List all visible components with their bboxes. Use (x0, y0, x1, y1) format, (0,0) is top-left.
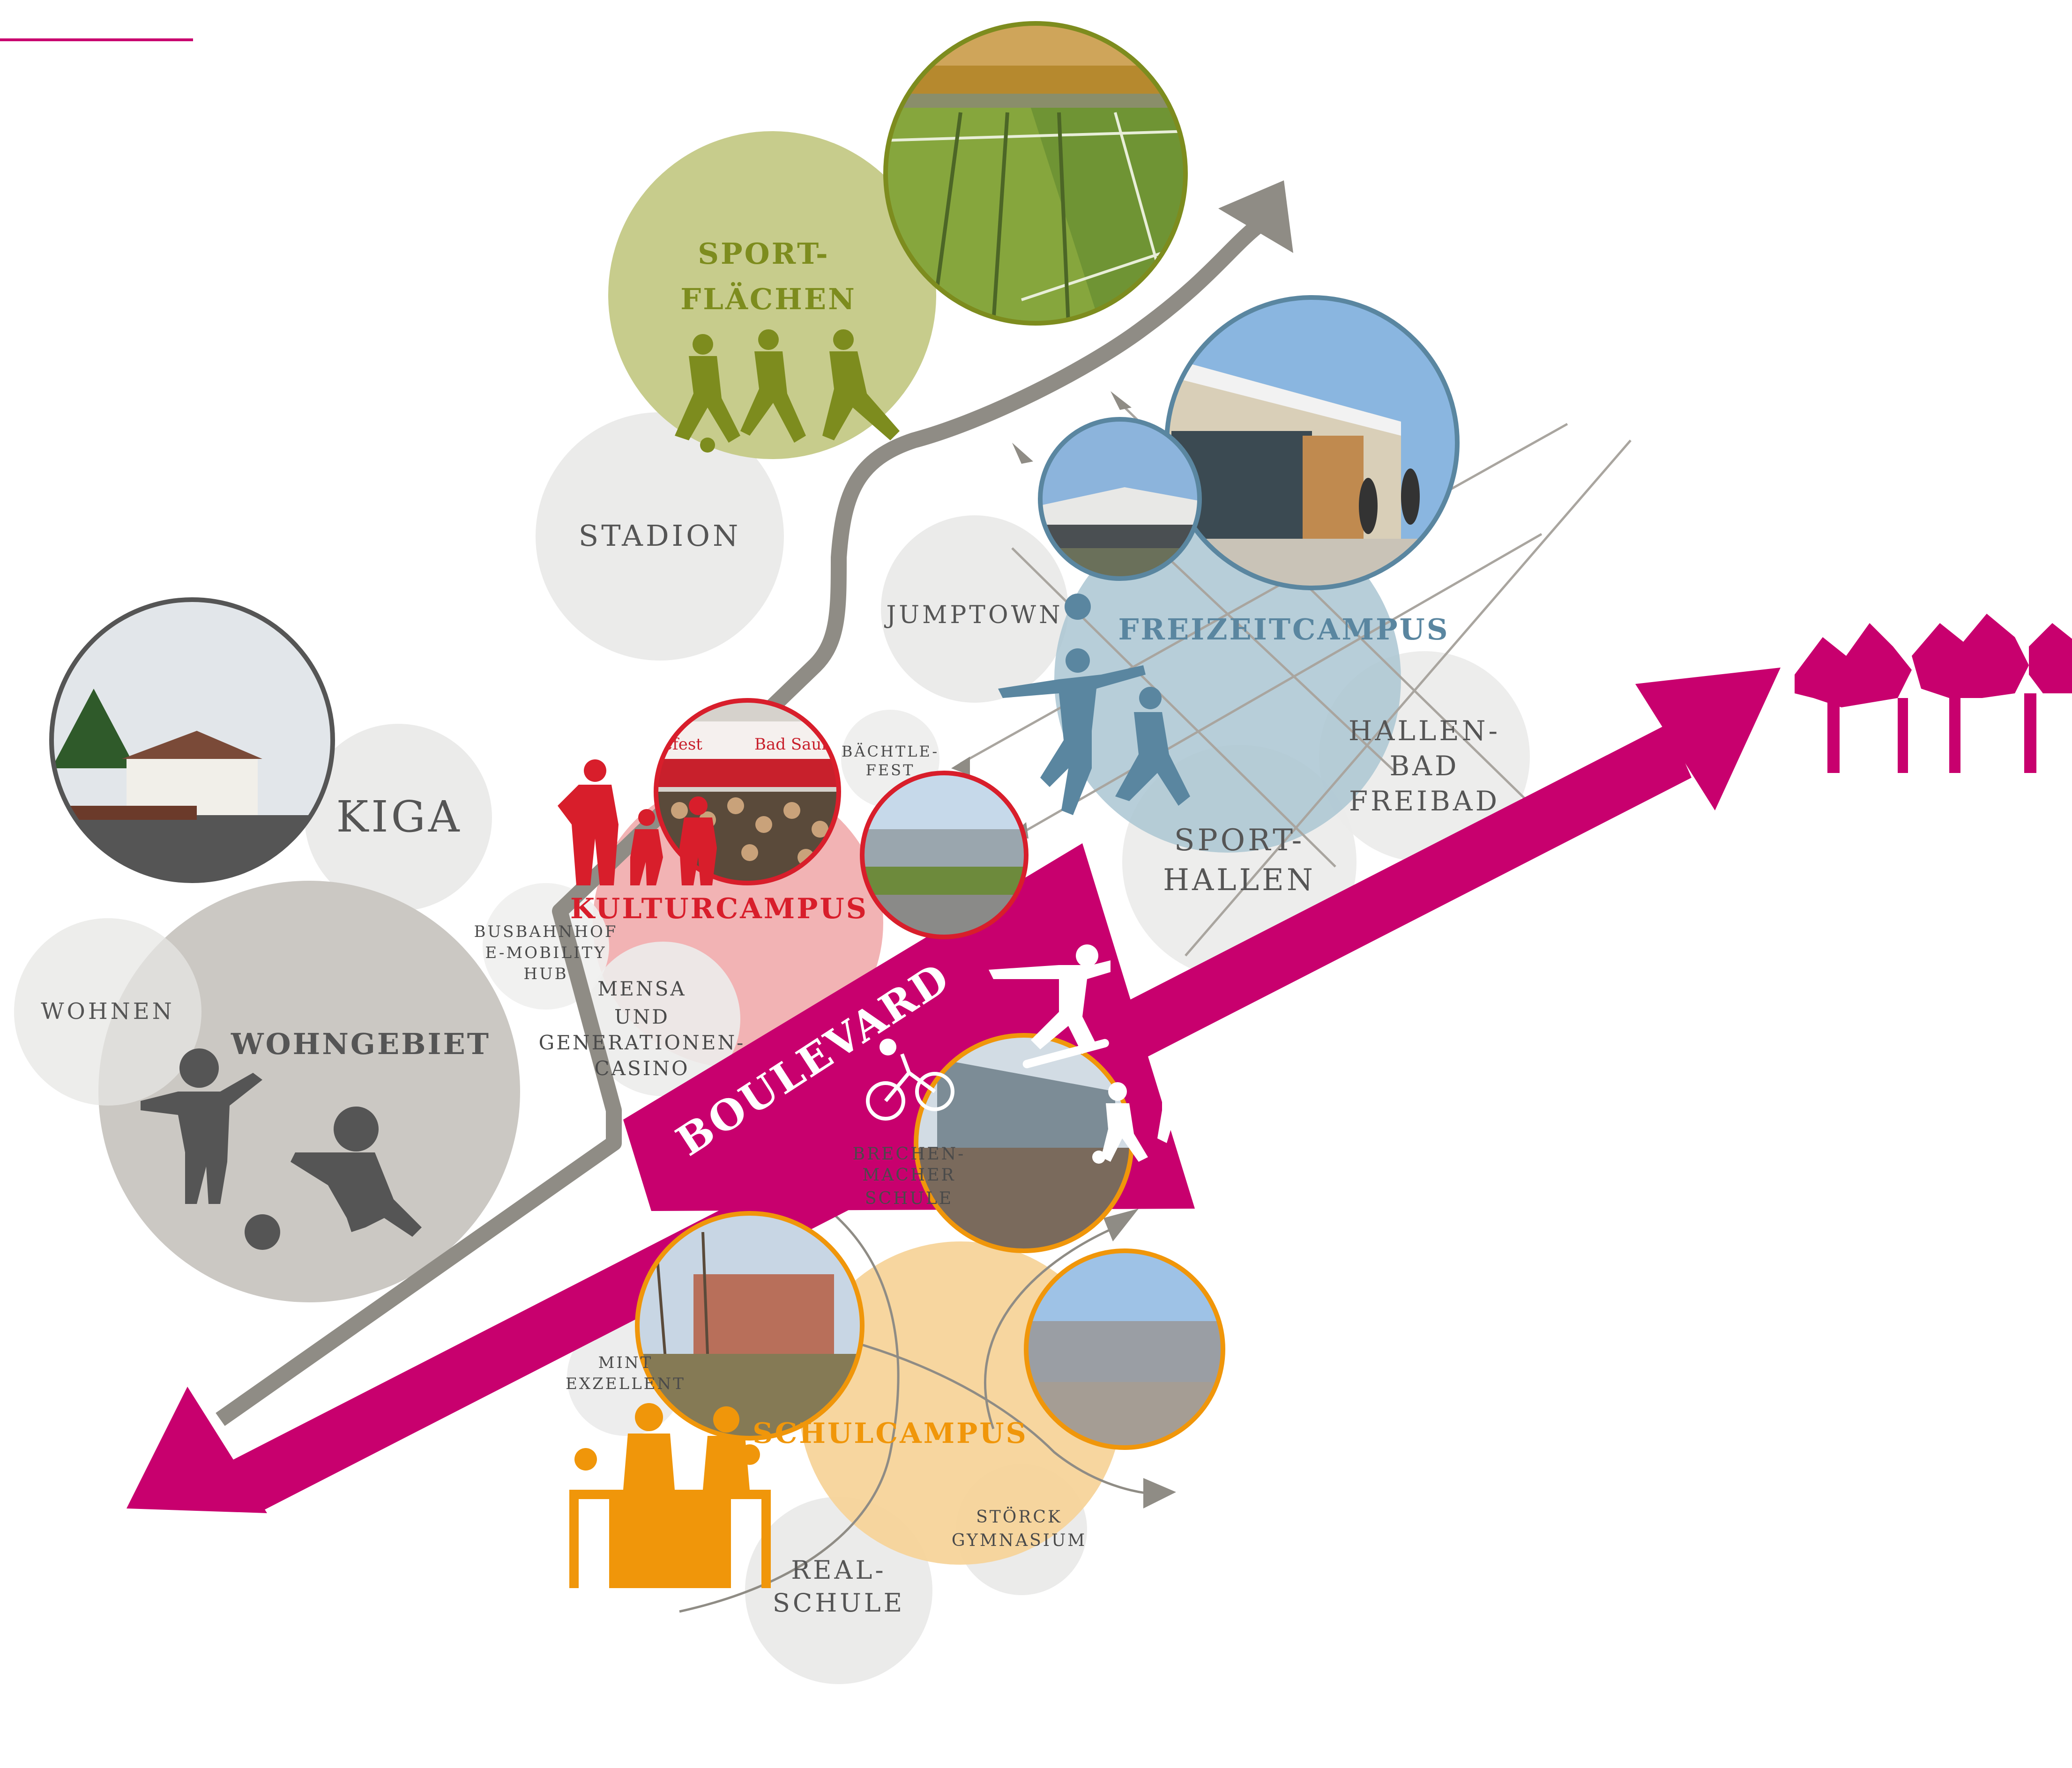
wohngebiet-bubble (98, 881, 520, 1302)
mint-line2: EXZELLENT (566, 1374, 686, 1393)
brechenmacher-line2: MACHER (862, 1166, 955, 1185)
meeting-group-icon (569, 1403, 771, 1588)
children-playing-icon (141, 1048, 422, 1250)
sport-hall-photo (1164, 295, 1460, 590)
brechenmacher-line3: SCHULE (865, 1189, 953, 1208)
busbahnhof-line3: HUB (523, 965, 568, 983)
school-building-photo (635, 1211, 865, 1441)
basketball-player-icon (1092, 1054, 1195, 1164)
brechenmacher-line1: BRECHEN- (853, 1144, 966, 1164)
house-photo (49, 597, 335, 883)
school-arrow-right-top (1103, 1209, 1139, 1241)
stoerck-line2: GYMNASIUM (952, 1531, 1087, 1550)
gymnasium-photo (1024, 1248, 1225, 1450)
small-hall-photo (1038, 417, 1202, 581)
busbahnhof-line2: E-MOBILITY (485, 943, 606, 962)
cyclist-icon (866, 1039, 954, 1121)
stoerck-line1: STÖRCK (976, 1507, 1062, 1527)
kultur-heading: KULTURCAMPUS (570, 892, 868, 925)
main-path-arrowhead (1218, 180, 1293, 253)
dancers-icon (998, 648, 1190, 815)
busbahnhof-label: BUSBAHNHOF E-MOBILITY HUB (474, 922, 618, 983)
kultur-building-photo (860, 771, 1029, 939)
mensa-line2: UND (614, 1005, 670, 1028)
kiga-label: KIGA (336, 792, 462, 842)
wohngebiet-heading: WOHNGEBIET (231, 1027, 491, 1061)
sporthallen-label: SPORT- HALLEN (1163, 823, 1316, 898)
mint-line1: MINT (598, 1353, 653, 1372)
jumptown-label: JUMPTOWN (884, 601, 1063, 629)
hallenbad-line3: FREIBAD (1349, 785, 1500, 817)
hallenbad-label: HALLEN- BAD FREIBAD (1349, 715, 1500, 817)
family-icon (558, 759, 717, 885)
realschule-line1: REAL- (791, 1555, 886, 1585)
realschule-label: REAL- SCHULE (773, 1555, 905, 1618)
mensa-line4: CASINO (594, 1057, 689, 1080)
sporthallen-line1: SPORT- (1174, 823, 1305, 858)
jumptown-bubble (881, 515, 1068, 703)
hallenbad-line1: HALLEN- (1349, 715, 1500, 747)
busbahnhof-line1: BUSBAHNHOF (474, 922, 618, 941)
stoerck-label: STÖRCK GYMNASIUM (952, 1507, 1087, 1550)
freizeit-dot (1065, 594, 1091, 620)
mensa-line3: GENERATIONEN- (539, 1031, 745, 1054)
trees-icon (1795, 614, 2072, 773)
stadion-bubble (536, 412, 784, 661)
stadion-label: STADION (579, 519, 741, 553)
boulevard-arrow-right (1635, 668, 1781, 810)
school-arrow-right-bottom (1143, 1478, 1176, 1508)
realschule-line2: SCHULE (773, 1588, 905, 1618)
main-path (216, 214, 1270, 1426)
soccer-players-icon (675, 329, 900, 453)
sport-heading-line1: SPORT- (698, 237, 829, 271)
kiga-bubble (305, 724, 492, 911)
hallenbad-line2: BAD (1389, 750, 1459, 782)
mensa-bubble (586, 942, 740, 1096)
boulevard-arrow-left (127, 1387, 267, 1513)
skateboarder-icon (989, 944, 1111, 1069)
mensa-label: MENSA UND GENERATIONEN- CASINO (539, 977, 745, 1080)
sporthallen-line2: HALLEN (1163, 863, 1316, 898)
mensa-line1: MENSA (597, 977, 686, 1000)
brechenmacher-photo (914, 1033, 1134, 1253)
sport-heading-line2: FLÄCHEN (680, 282, 857, 316)
freizeit-heading: FREIZEITCAMPUS (1118, 612, 1450, 646)
wohnen-overlap-bubble (14, 918, 201, 1106)
schul-heading: SCHULCAMPUS (753, 1417, 1028, 1450)
mint-label: MINT EXZELLENT (566, 1353, 686, 1393)
baechtlefest-line2: FEST (866, 761, 915, 779)
wohnen-label: WOHNEN (41, 998, 175, 1025)
baechtlefest-label: BÄCHTLE- FEST (842, 743, 939, 779)
brechenmacher-label: BRECHEN- MACHER SCHULE (853, 1144, 966, 1208)
baechtlefest-line1: BÄCHTLE- (842, 743, 939, 760)
sport-field-photo (883, 21, 1188, 326)
